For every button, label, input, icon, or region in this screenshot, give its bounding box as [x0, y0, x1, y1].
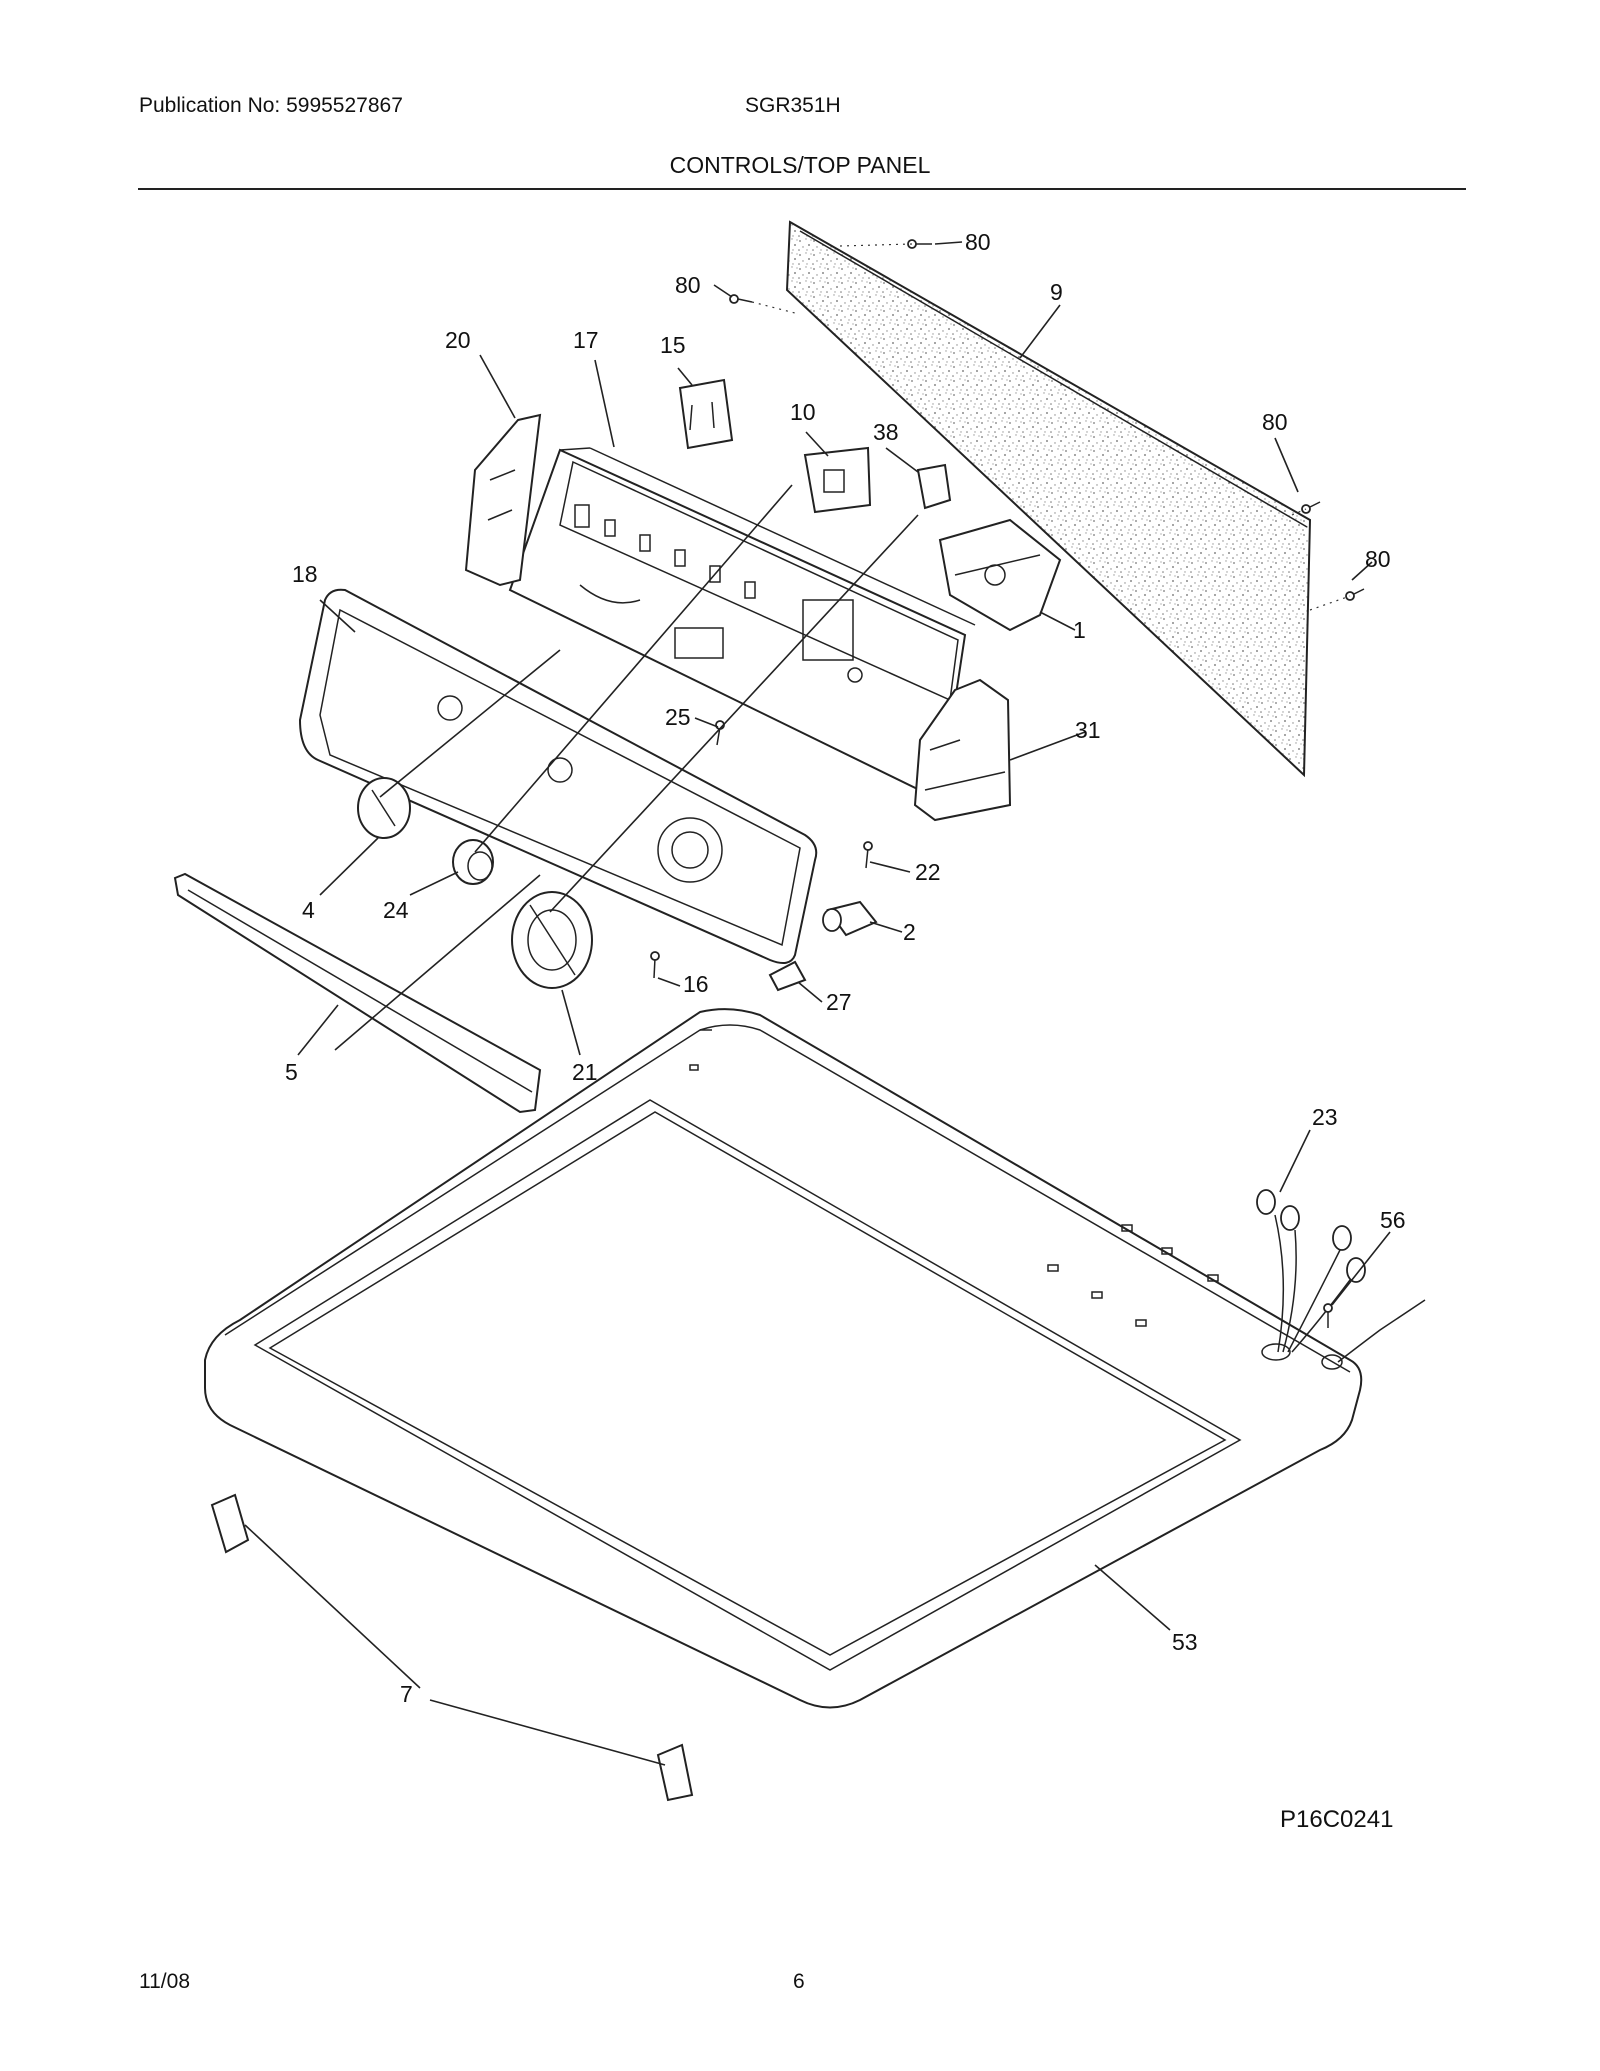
callout-label: 5 [285, 1059, 298, 1085]
callout-label: 7 [400, 1681, 413, 1707]
callout-label: 80 [675, 272, 701, 298]
callout-label: 22 [915, 859, 941, 885]
callout-label: 20 [445, 327, 471, 353]
callout-label: 25 [665, 704, 691, 730]
knob-27-part [768, 960, 807, 992]
callout-label: 17 [573, 327, 599, 353]
right-end-cap-part [913, 678, 1012, 822]
callout-label: 2 [903, 919, 916, 945]
wire-harness-23-part [1256, 1189, 1426, 1363]
knob-24-part [452, 839, 494, 885]
rear-panel-part [785, 220, 1312, 778]
leader-lines [244, 241, 1391, 1766]
model-number: SGR351H [745, 94, 841, 117]
screw-dotted-paths [751, 243, 1351, 611]
left-end-cap-part [464, 413, 542, 587]
console-overlay-part [298, 588, 818, 965]
callout-label: 1 [1073, 617, 1086, 643]
callout-label: 80 [965, 229, 991, 255]
clip-7-parts [210, 1493, 694, 1802]
screw-56-part [1323, 1303, 1333, 1328]
relay-15-part [678, 378, 734, 450]
callout-label: 16 [683, 971, 709, 997]
callout-label: 31 [1075, 717, 1101, 743]
knob-21-part [511, 891, 593, 989]
callout-label: 27 [826, 989, 852, 1015]
header-divider [138, 188, 1466, 190]
callout-label: 10 [790, 399, 816, 425]
callout-labels: 80 80 80 80 9 20 17 15 10 38 1 18 25 31 … [285, 229, 1406, 1707]
shaft-2-part [822, 900, 878, 937]
knob-4-part [357, 777, 411, 839]
callout-label: 38 [873, 419, 899, 445]
timer-1-part [938, 518, 1062, 632]
publication-number: Publication No: 5995527867 [139, 94, 403, 117]
control-console-part [508, 447, 976, 802]
callout-label: 80 [1365, 546, 1391, 572]
callout-label: 9 [1050, 279, 1063, 305]
page-number: 6 [793, 1970, 805, 1993]
top-panel-53-part [204, 1008, 1363, 1709]
diagram-code: P16C0241 [1280, 1806, 1394, 1833]
callout-label: 15 [660, 332, 686, 358]
callout-label: 18 [292, 561, 318, 587]
trim-strip-5-part [173, 872, 542, 1114]
callout-label: 56 [1380, 1207, 1406, 1233]
revision-date: 11/08 [139, 1970, 190, 1993]
callout-label: 23 [1312, 1104, 1338, 1130]
switch-10-part [803, 446, 872, 514]
callout-label: 53 [1172, 1629, 1198, 1655]
buzzer-38-part [916, 463, 952, 510]
page-title: CONTROLS/TOP PANEL [669, 152, 931, 178]
callout-label: 24 [383, 897, 409, 923]
callout-label: 80 [1262, 409, 1288, 435]
callout-label: 21 [572, 1059, 598, 1085]
callout-label: 4 [302, 897, 315, 923]
